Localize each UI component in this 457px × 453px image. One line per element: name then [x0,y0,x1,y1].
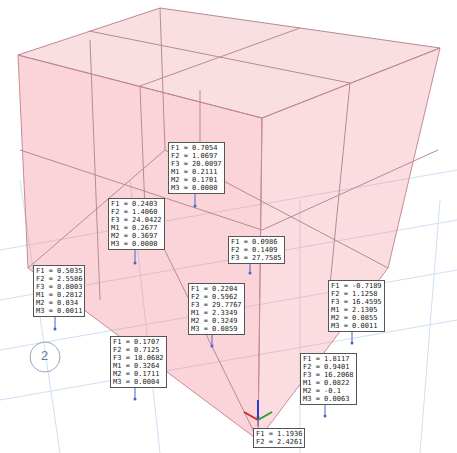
reaction-value: M1 = 2.1305 [331,306,382,314]
reaction-value: F1 = 0.2403 [111,200,162,208]
reaction-box: F1 = 0.2204F2 = 0.5962F3 = 29.7767M1 = 2… [188,283,245,335]
reaction-value: F3 = 8.8003 [36,283,82,291]
reaction-box: F1 = 0.2403F2 = 1.4060F3 = 24.0422M1 = 0… [108,198,165,250]
reaction-value: F1 = -0.7189 [331,282,382,290]
reaction-value: F2 = 2.5586 [36,275,82,283]
reaction-value: F3 = 24.0422 [111,216,162,224]
reaction-value: F2 = 2.4261 [256,438,302,446]
reaction-value: M3 = 0.0004 [113,378,164,386]
reaction-box: F1 = 0.0986F2 = 0.1409F3 = 27.7585 [228,236,285,264]
reaction-box: F1 = 1.1936F2 = 2.4261 [253,428,305,448]
grid-bubble-label: 2 [41,348,48,363]
reaction-value: M1 = 0.2111 [171,168,222,176]
reaction-value: F1 = 0.7054 [171,144,222,152]
reaction-value: M2 = 0.034 [36,299,82,307]
reaction-value: M2 = 0.0855 [331,314,382,322]
reaction-box: F1 = 1.8117F2 = 0.9401F3 = 16.2068M1 = 0… [300,353,357,405]
reaction-value: M3 = 0.0000 [111,240,162,248]
reaction-value: M3 = 0.0011 [331,322,382,330]
reaction-value: F2 = 0.1409 [231,246,282,254]
reaction-value: F2 = 0.7125 [113,346,164,354]
reaction-value: M1 = 0.0822 [303,379,354,387]
reaction-box: F1 = 0.5035F2 = 2.5586F3 = 8.8003M1 = 0.… [33,265,85,317]
reaction-value: F1 = 0.5035 [36,267,82,275]
reaction-value: M3 = 0.0000 [171,184,222,192]
reaction-value: F2 = 0.9401 [303,363,354,371]
reaction-value: F3 = 18.0682 [113,354,164,362]
reaction-value: M2 = 0.3249 [191,317,242,325]
reaction-value: M1 = 0.2812 [36,291,82,299]
reaction-value: F1 = 0.2204 [191,285,242,293]
reaction-value: M1 = 0.2677 [111,224,162,232]
reaction-value: M3 = 0.0859 [191,325,242,333]
reaction-value: M2 = 0.1701 [171,176,222,184]
reaction-value: F3 = 29.7767 [191,301,242,309]
reaction-value: F1 = 0.0986 [231,238,282,246]
reaction-value: M1 = 0.3264 [113,362,164,370]
reaction-value: F2 = 1.0697 [171,152,222,160]
reaction-value: F2 = 0.5962 [191,293,242,301]
reaction-box: F1 = 0.7054F2 = 1.0697F3 = 20.0097M1 = 0… [168,142,225,194]
reaction-value: F3 = 16.4595 [331,298,382,306]
reaction-value: F3 = 27.7585 [231,254,282,262]
reaction-box: F1 = -0.7189F2 = 1.1258F3 = 16.4595M1 = … [328,280,385,332]
reaction-value: F2 = 1.4060 [111,208,162,216]
reaction-value: M2 = 0.1711 [113,370,164,378]
reaction-box: F1 = 0.1707F2 = 0.7125F3 = 18.0682M1 = 0… [110,336,167,388]
reaction-value: F1 = 0.1707 [113,338,164,346]
reaction-value: F1 = 1.1936 [256,430,302,438]
reaction-value: M2 = 0.3697 [111,232,162,240]
reaction-value: F1 = 1.8117 [303,355,354,363]
reaction-value: M2 = -0.1 [303,387,354,395]
reaction-value: M3 = 0.0063 [303,395,354,403]
reaction-value: F3 = 20.0097 [171,160,222,168]
reaction-value: F2 = 1.1258 [331,290,382,298]
reaction-value: M1 = 2.3349 [191,309,242,317]
reaction-value: F3 = 16.2068 [303,371,354,379]
reaction-value: M3 = 0.0011 [36,307,82,315]
